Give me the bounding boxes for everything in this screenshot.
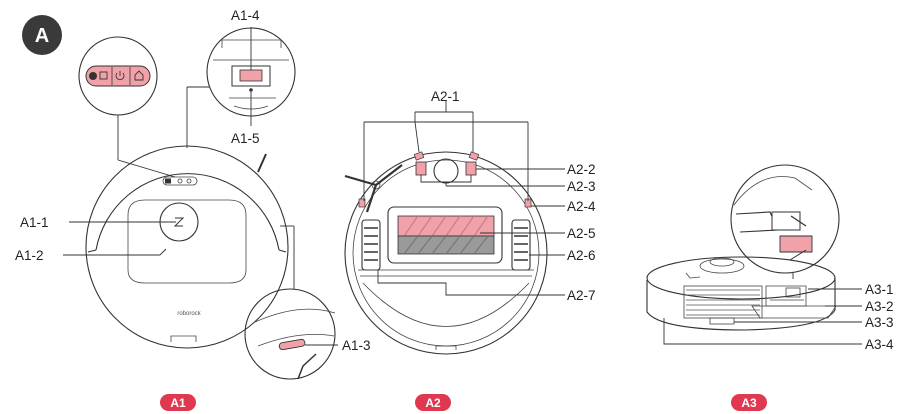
- label-a1-1: A1-1: [20, 215, 49, 230]
- label-a2-1: A2-1: [431, 89, 460, 104]
- figure-a1-top-view: roborock: [15, 8, 371, 411]
- brand-logo: roborock: [177, 311, 201, 317]
- label-a1-4: A1-4: [231, 8, 260, 23]
- label-a3-1: A3-1: [865, 282, 894, 297]
- mop-plate: [751, 305, 837, 319]
- label-a2-7: A2-7: [567, 288, 596, 303]
- robot-top-surface: [646, 256, 836, 300]
- zoomed-button-bar: [85, 65, 151, 87]
- zoom-bumper-circle: [244, 288, 336, 380]
- home-icon: [134, 70, 144, 81]
- label-a2-6: A2-6: [567, 248, 596, 263]
- caption-a1: A1: [170, 396, 186, 410]
- main-brush-housing: [387, 206, 503, 264]
- robot-body-outline: [85, 145, 289, 349]
- main-brush: [397, 215, 495, 255]
- figure-a3-perspective-view: A3-1 A3-2 A3-3 A3-4 A3: [646, 164, 894, 411]
- robot-bottom-outline: [344, 151, 548, 355]
- label-a3-4: A3-4: [865, 337, 894, 352]
- zoom-dustbin-circle: [730, 164, 840, 274]
- section-badge-letter: A: [35, 25, 49, 47]
- label-a1-3: A1-3: [342, 338, 371, 353]
- section-badge: A: [22, 15, 62, 55]
- button-strip: [162, 176, 198, 186]
- dock-icon: [99, 71, 108, 80]
- top-lid: [127, 199, 247, 284]
- caption-a3: A3: [741, 396, 757, 410]
- figure-a2-bottom-view: A2-1 A2-2 A2-3 A2-4 A2-5 A2-6 A2-7 A2: [344, 89, 596, 411]
- label-a1-2: A1-2: [15, 248, 44, 263]
- side-vent: [683, 285, 763, 319]
- label-a3-2: A3-2: [865, 299, 894, 314]
- label-a2-3: A2-3: [567, 179, 596, 194]
- label-a2-5: A2-5: [567, 226, 596, 241]
- bumper-arc: [95, 173, 280, 251]
- lidar-logo-icon: [173, 217, 185, 227]
- label-a2-2: A2-2: [567, 162, 596, 177]
- label-a3-3: A3-3: [865, 315, 894, 330]
- front-caster: [433, 158, 459, 184]
- label-a2-4: A2-4: [567, 199, 596, 214]
- caption-a2: A2: [425, 396, 441, 410]
- label-a1-5: A1-5: [231, 131, 260, 146]
- side-brush: [344, 164, 403, 213]
- power-icon: [115, 71, 125, 81]
